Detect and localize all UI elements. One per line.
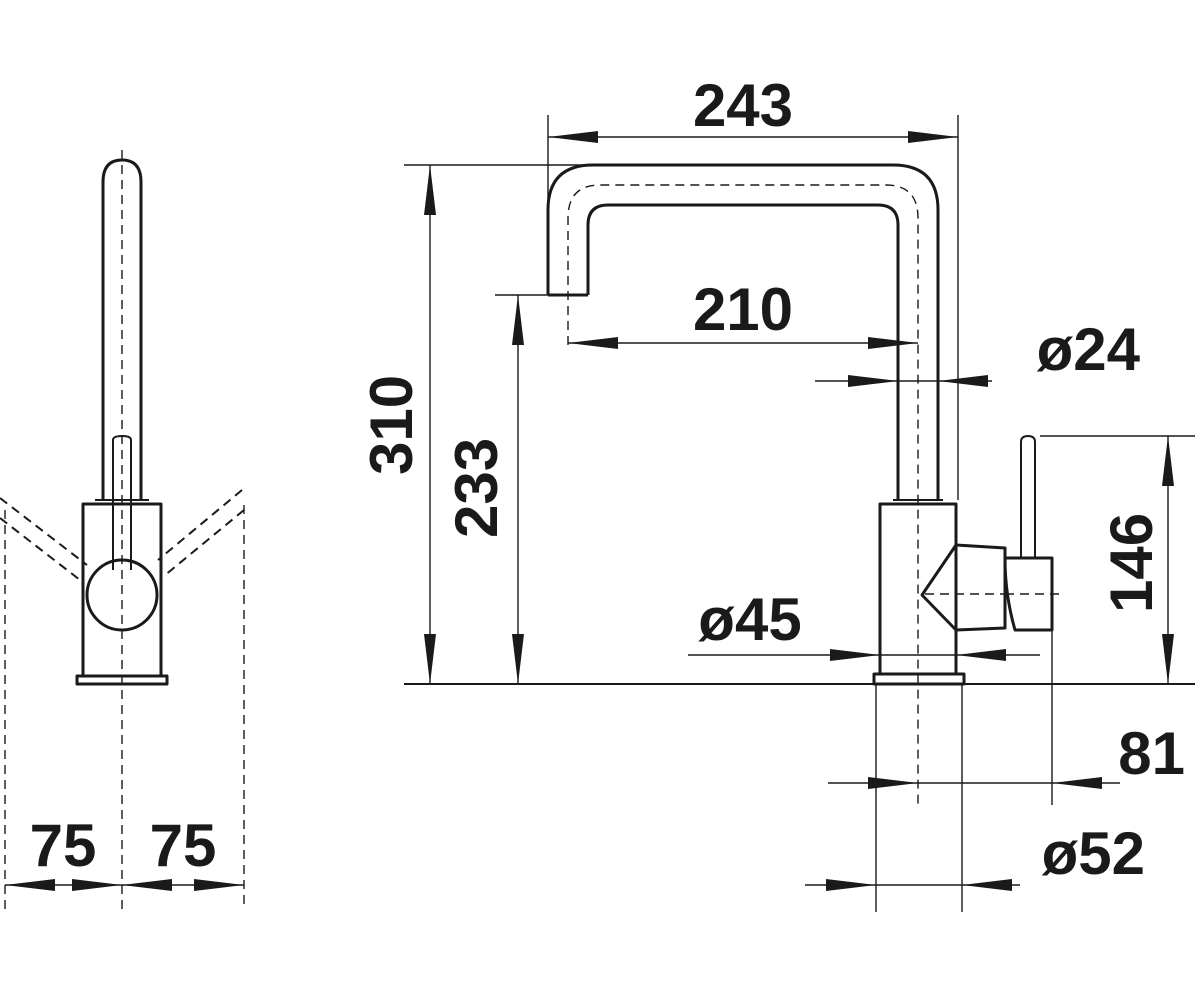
arrow-243-right [908,131,958,143]
handle-lever [1020,435,1036,558]
arrow-310-bottom [424,634,436,684]
arrow-52-left [826,879,876,891]
swing-ghost-right-upper [157,489,243,561]
label-swing-right: 75 [150,812,217,879]
arrow-243-left [548,131,598,143]
handle-hub [920,543,1007,632]
label-swing-left: 75 [30,812,97,879]
swing-ghost-left-lower [0,517,81,581]
label-height-310: 310 [358,375,425,475]
label-spout-reach-210: 210 [693,276,793,343]
arrow-52-right [962,879,1012,891]
arrow-81-left [868,777,918,789]
faucet-base [872,672,966,686]
front-view: 75 75 [0,150,245,910]
front-handle-knob [85,558,159,632]
spout-outer-outline [546,163,940,500]
arrow-146-bottom [1162,634,1174,684]
label-base-diameter-52: ø52 [1042,820,1145,887]
label-lever-height-146: 146 [1098,513,1165,613]
arrow-210-right [868,337,918,349]
spout-center-line [567,184,919,805]
side-view: 243 210 ø24 310 233 ø45 146 [358,72,1195,912]
handle-cap [1003,556,1054,632]
arrow-146-top [1162,436,1174,486]
front-spout-outline [101,158,143,500]
arrow-210-left [568,337,618,349]
label-body-diameter-45: ø45 [698,586,801,653]
swing-ghost-right-lower [163,509,245,577]
arrow-swing-center-right [122,879,172,891]
arrow-81-right [1052,777,1102,789]
arrow-45-right [956,649,1006,661]
arrow-swing-left [5,879,55,891]
front-lever [112,435,132,570]
label-spout-diameter-24: ø24 [1037,316,1141,383]
arrow-24-left [848,375,898,387]
arrow-45-left [830,649,880,661]
label-lever-offset-81: 81 [1118,720,1185,787]
arrow-24-right [938,375,988,387]
swing-ghost-left-upper [0,497,88,566]
label-reach-243: 243 [693,72,793,139]
spout-inner-outline [586,203,900,500]
arrow-310-top [424,165,436,215]
arrow-swing-center-left [72,879,122,891]
arrow-233-top [512,295,524,345]
arrow-swing-right [194,879,244,891]
arrow-233-bottom [512,634,524,684]
front-base [75,674,169,686]
label-spout-height-233: 233 [443,438,510,538]
